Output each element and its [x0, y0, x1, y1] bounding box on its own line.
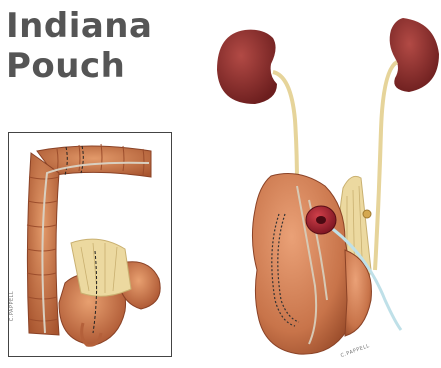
page-title: Indiana Pouch [6, 6, 196, 86]
inset-colon-diagram: C.PAPPELL [8, 132, 172, 357]
title-line-1: Indiana [6, 6, 196, 46]
indiana-pouch [252, 174, 350, 355]
right-ureter [375, 62, 397, 270]
mesentery [71, 239, 131, 296]
left-kidney [217, 30, 277, 104]
inset-artist-credit: C.PAPPELL [9, 291, 15, 321]
indiana-pouch-illustration [195, 0, 441, 368]
inset-colon-illustration [9, 133, 173, 358]
left-ureter [273, 72, 297, 186]
title-line-2: Pouch [6, 46, 196, 86]
right-kidney [390, 18, 439, 92]
